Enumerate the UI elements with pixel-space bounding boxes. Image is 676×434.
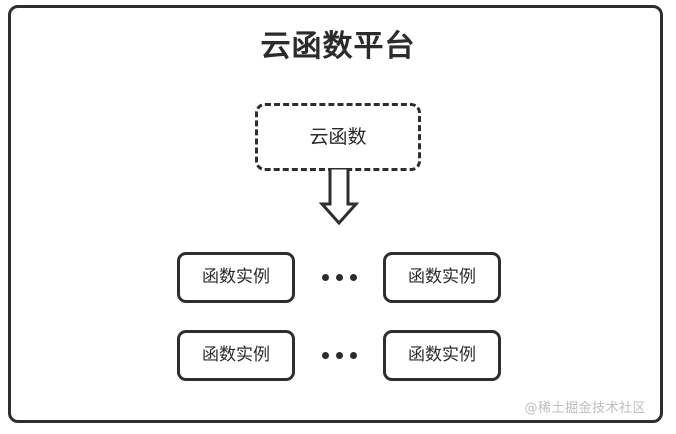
- function-instance-box: 函数实例: [383, 330, 501, 381]
- ellipsis-dot: [321, 274, 329, 281]
- cloud-function-node: 云函数: [255, 103, 421, 171]
- function-instance-row-2: 函数实例 函数实例: [177, 330, 501, 381]
- down-arrow-icon: [318, 168, 360, 226]
- function-instance-box: 函数实例: [177, 330, 295, 381]
- function-instance-label: 函数实例: [202, 345, 270, 365]
- function-instance-label: 函数实例: [202, 267, 270, 287]
- ellipsis-dot: [321, 352, 329, 359]
- ellipsis-dot: [335, 352, 343, 359]
- ellipsis-dot: [349, 274, 357, 281]
- function-instance-box: 函数实例: [383, 252, 501, 303]
- watermark: @稀土掘金技术社区: [524, 401, 646, 416]
- cloud-function-node-label: 云函数: [309, 125, 367, 148]
- ellipsis-icon: [321, 352, 357, 359]
- function-instance-box: 函数实例: [177, 252, 295, 303]
- ellipsis-dot: [335, 274, 343, 281]
- ellipsis-icon: [321, 274, 357, 281]
- page-title: 云函数平台: [260, 29, 416, 64]
- function-instance-label: 函数实例: [408, 267, 476, 287]
- ellipsis-dot: [349, 352, 357, 359]
- function-instance-label: 函数实例: [408, 345, 476, 365]
- function-instance-row-1: 函数实例 函数实例: [177, 252, 501, 303]
